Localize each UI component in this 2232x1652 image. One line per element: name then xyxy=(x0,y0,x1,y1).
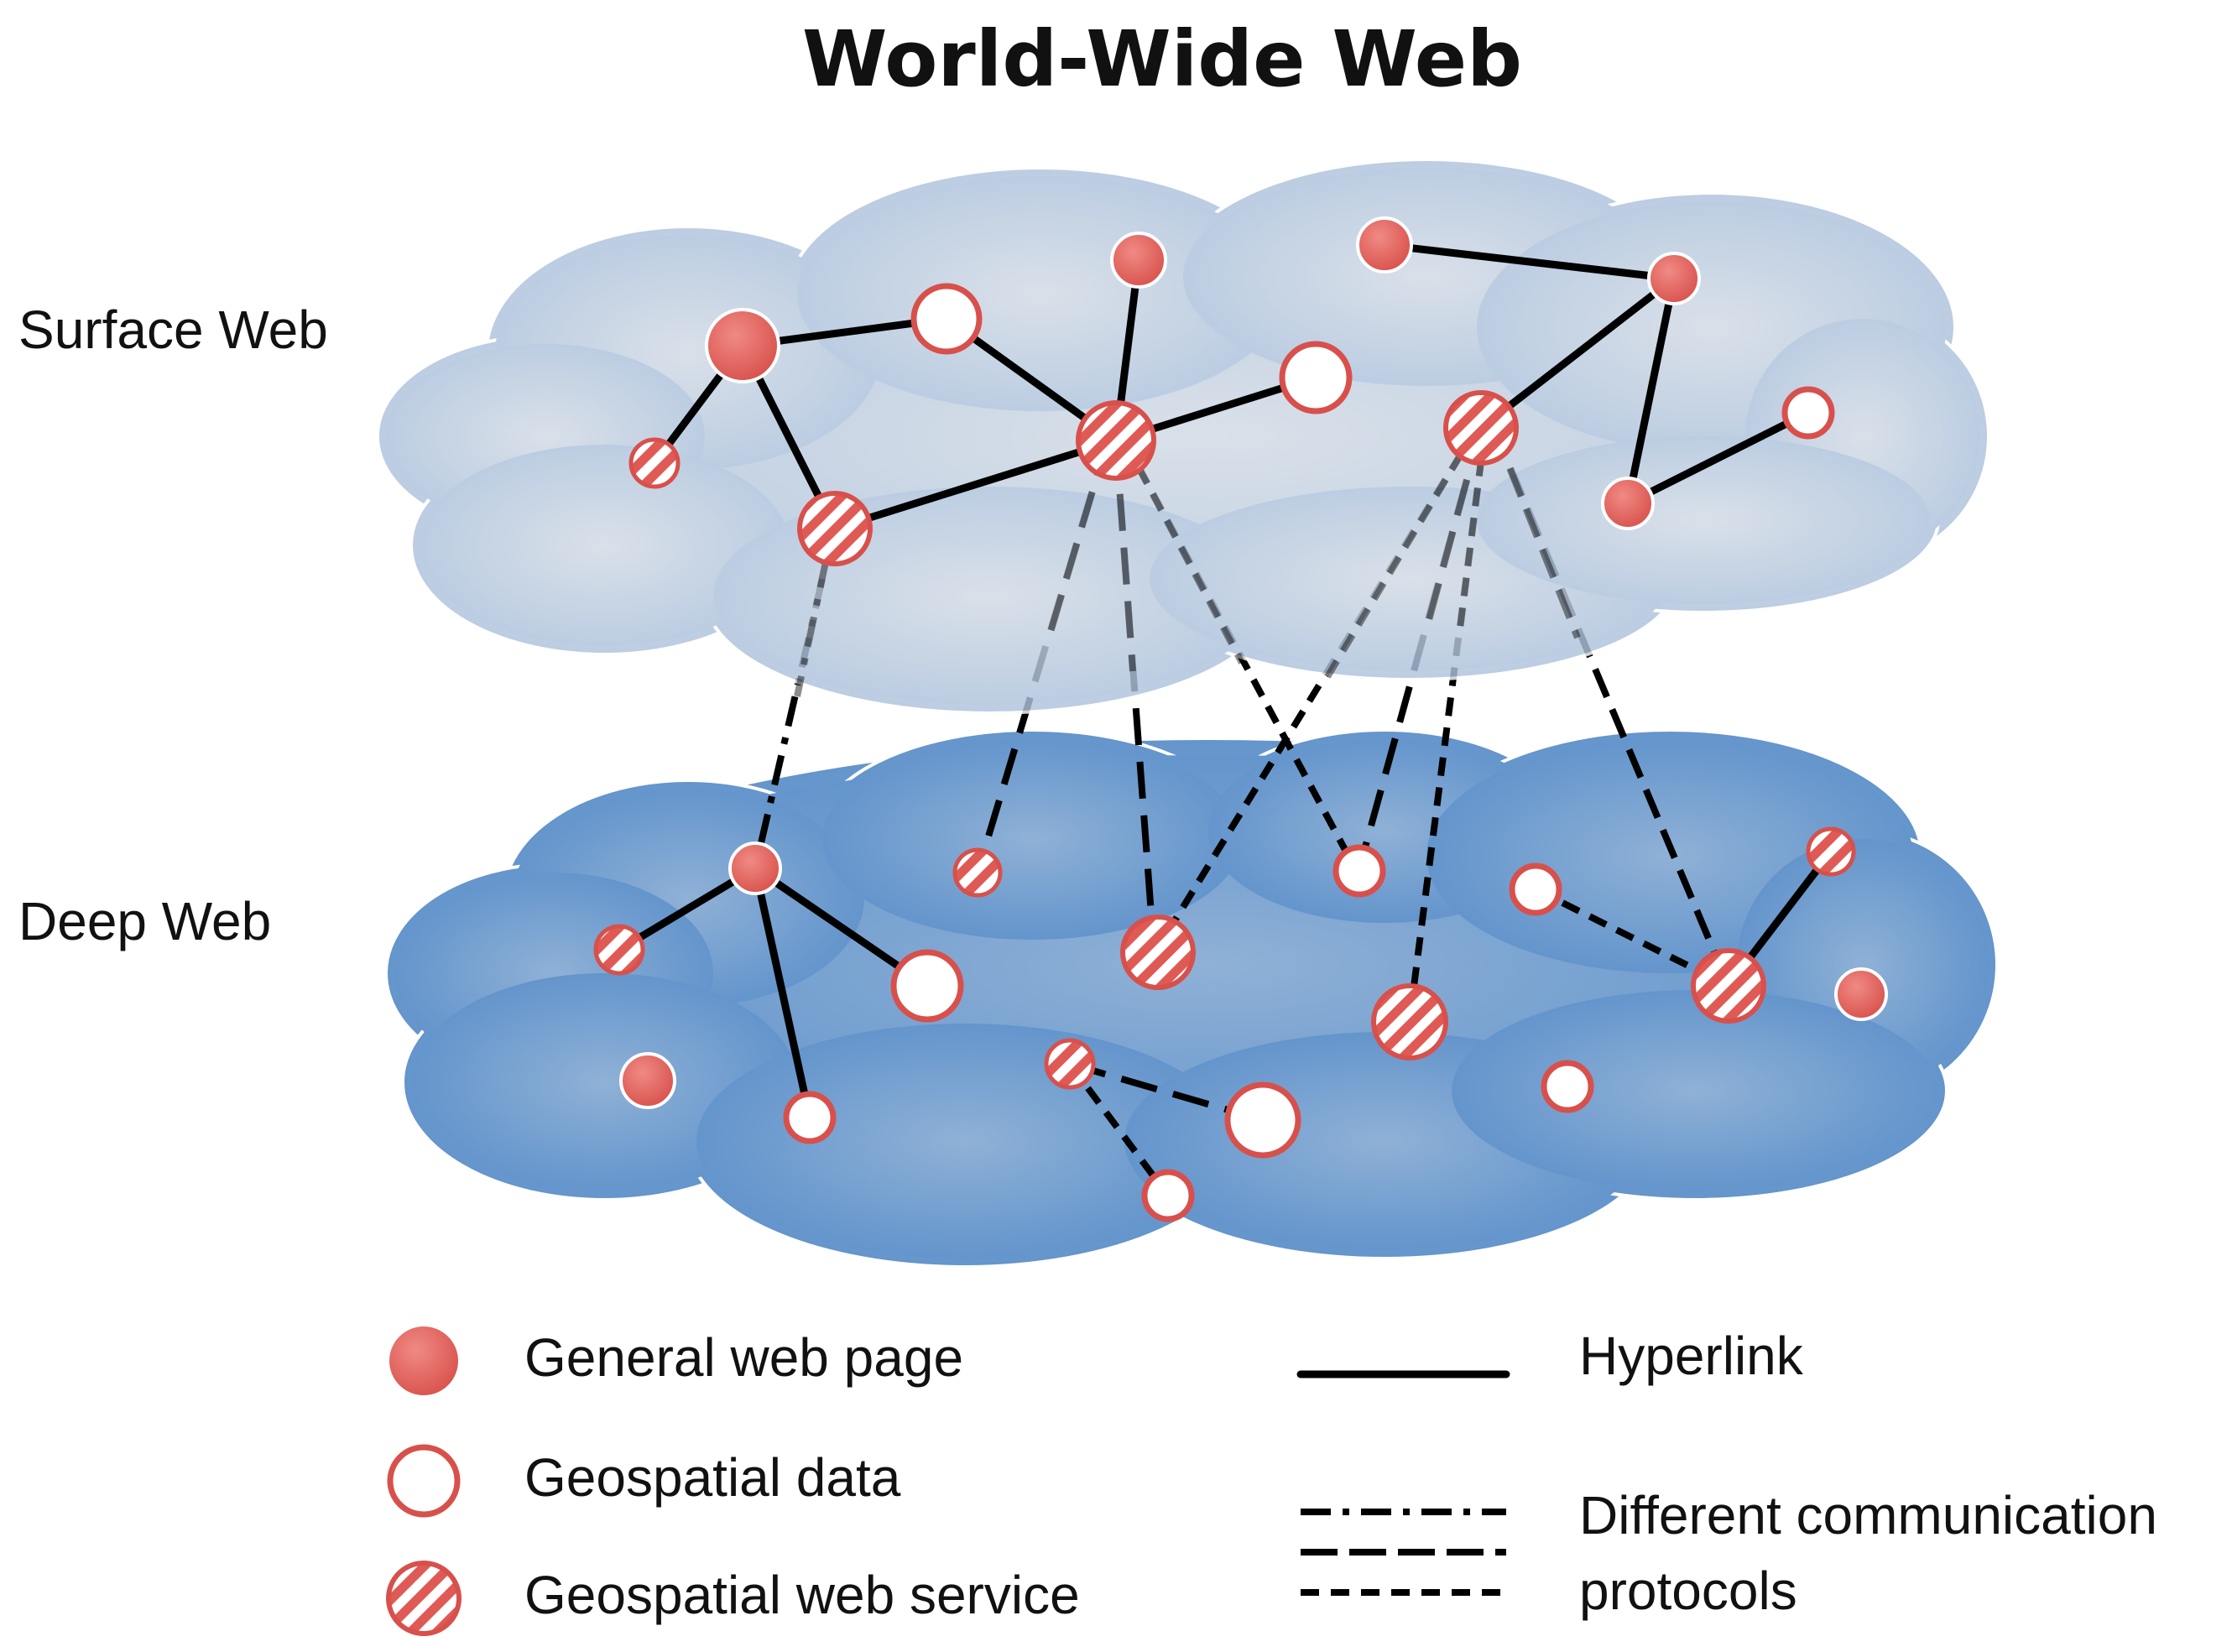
general-web-page-node xyxy=(1647,252,1701,305)
geospatial-web-service-node xyxy=(628,437,681,489)
general-web-page-node xyxy=(1601,477,1655,530)
geospatial-web-service-node xyxy=(1691,948,1766,1024)
general-web-page-node xyxy=(1834,967,1888,1021)
legend: General web page Geospatial data Geospat… xyxy=(386,1323,2157,1636)
general-web-page-node xyxy=(1110,232,1167,289)
hyperlink xyxy=(1624,274,1678,508)
geospatial-web-service-node xyxy=(1044,1038,1096,1090)
geospatial-data-node xyxy=(1781,386,1835,440)
geospatial-data-node xyxy=(1141,1169,1195,1222)
legend-geospatial-web-service-icon xyxy=(386,1561,462,1636)
legend-protocols-label-line2: protocols xyxy=(1579,1561,1797,1621)
deep-web-cloud xyxy=(384,728,1999,1269)
protocol-link xyxy=(1066,1061,1171,1198)
geospatial-data-node xyxy=(1224,1081,1301,1159)
geospatial-web-service-node xyxy=(1076,400,1156,481)
general-web-page-node xyxy=(728,842,782,895)
hyperlink xyxy=(1477,274,1678,432)
geospatial-web-service-node xyxy=(1120,915,1196,990)
geospatial-web-service-node xyxy=(952,847,1003,898)
hyperlink xyxy=(1624,409,1812,508)
geospatial-data-node xyxy=(1541,1060,1594,1113)
deep-nodes xyxy=(593,826,1888,1222)
geospatial-data-node xyxy=(890,949,964,1023)
hyperlink xyxy=(1380,241,1678,283)
legend-protocols-label-line1: Different communication xyxy=(1579,1485,2157,1545)
geospatial-data-node xyxy=(910,283,983,355)
hyperlink xyxy=(831,436,1120,533)
legend-geospatial-web-service-label: Geospatial web service xyxy=(524,1565,1080,1625)
legend-hyperlink-label: Hyperlink xyxy=(1579,1326,1804,1386)
surface-web-cloud xyxy=(376,158,1990,715)
legend-geospatial-data-icon xyxy=(387,1444,461,1518)
geospatial-web-service-node xyxy=(1443,390,1519,466)
surface-web-label: Surface Web xyxy=(18,300,328,360)
protocol-link xyxy=(1534,886,1730,989)
geospatial-data-node xyxy=(1279,341,1353,414)
general-web-page-node xyxy=(705,308,780,383)
legend-general-web-page-icon xyxy=(386,1323,462,1399)
surface-nodes xyxy=(628,216,1835,566)
geospatial-data-node xyxy=(1332,844,1386,898)
hyperlink xyxy=(751,864,814,1122)
deep-web-label: Deep Web xyxy=(18,891,271,951)
geospatial-data-node xyxy=(783,1091,837,1144)
protocol-link xyxy=(752,578,826,869)
geospatial-web-service-node xyxy=(1806,826,1856,877)
general-web-page-node xyxy=(1356,216,1413,274)
legend-geospatial-data-label: Geospatial data xyxy=(524,1447,901,1508)
geospatial-web-service-node xyxy=(797,491,873,566)
geospatial-data-node xyxy=(1509,862,1562,916)
diagram-title: World-Wide Web xyxy=(802,14,1522,104)
general-web-page-node xyxy=(619,1052,676,1109)
legend-general-web-page-label: General web page xyxy=(524,1327,963,1388)
geospatial-web-service-node xyxy=(593,924,645,976)
geospatial-web-service-node xyxy=(1371,983,1448,1061)
